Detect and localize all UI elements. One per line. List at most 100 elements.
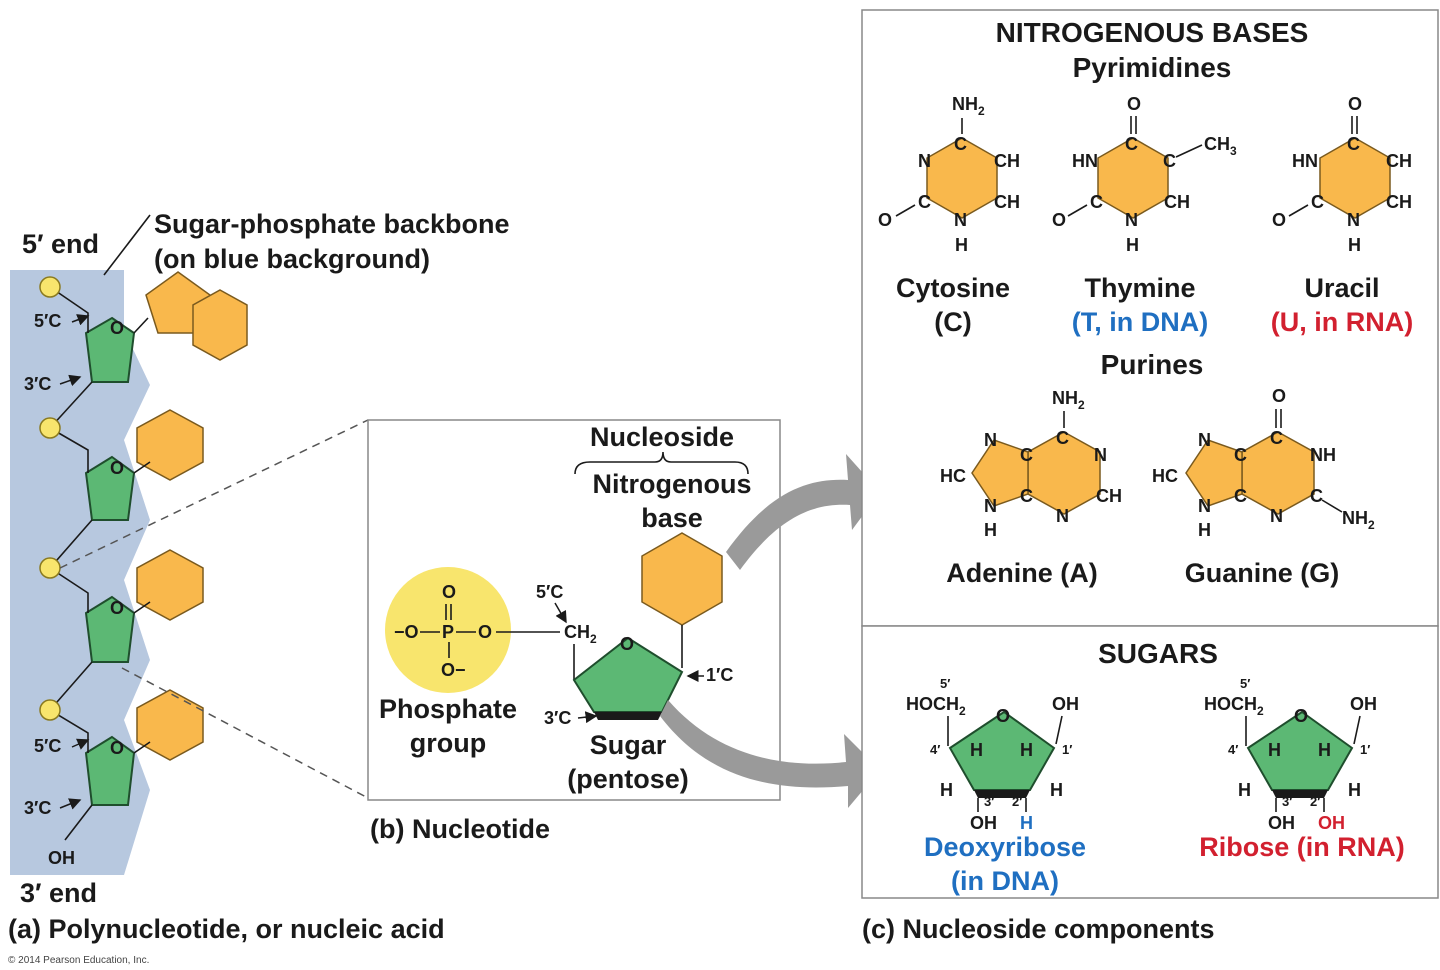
base-label-line1: Nitrogenous <box>593 469 752 499</box>
ring-oxygen-4: O <box>110 738 124 758</box>
c5-arrow-top <box>71 314 90 326</box>
deoxy-p1: 1′ <box>1062 742 1072 757</box>
backbone-title: Sugar-phosphate backbone <box>154 209 510 239</box>
deoxy-hoch2: HOCH2 <box>906 694 966 718</box>
cytosine-name: Cytosine <box>896 273 1010 303</box>
adenine-n3: N <box>1056 506 1069 526</box>
adenine-n1: N <box>1094 445 1107 465</box>
ribose-hoch2: HOCH2 <box>1204 694 1264 718</box>
copyright-notice: © 2014 Pearson Education, Inc. <box>8 955 149 966</box>
cytosine-nh2: NH2 <box>952 94 985 118</box>
deoxy-h-2: H <box>1020 813 1033 833</box>
guanine-n7: N <box>1198 430 1211 450</box>
guanine-o: O <box>1272 386 1286 406</box>
uracil-c2: C <box>1311 192 1324 212</box>
panel-a-polynucleotide: O O O O 5′C 3′C 5′C 3′C OH 5′ end Sugar-… <box>8 209 510 966</box>
backbone-subtitle: (on blue background) <box>154 244 430 274</box>
phosphate-group-circle <box>385 567 511 693</box>
purine-base-hexagon <box>192 289 248 361</box>
uracil-c4: C <box>1347 134 1360 154</box>
pyrimidines-heading: Pyrimidines <box>1073 52 1232 83</box>
deoxy-p3: 3′ <box>984 794 994 809</box>
ring-oxygen-1: O <box>110 318 124 338</box>
phosphate-circle-1 <box>39 276 61 298</box>
phosphate-left-oxygen: −O <box>394 622 419 642</box>
ring-oxygen-2: O <box>110 458 124 478</box>
adenine-c6: C <box>1056 428 1069 448</box>
deoxy-h1: H <box>1020 740 1033 760</box>
uracil-code: (U, in RNA) <box>1271 307 1413 337</box>
panel-a-caption: (a) Polynucleotide, or nucleic acid <box>8 914 445 944</box>
three-prime-end-label: 3′ end <box>20 878 97 908</box>
cytosine-structure: NH2 C N CH CH C O N H <box>878 94 1020 255</box>
phosphate-circle-3 <box>39 557 61 579</box>
cytosine-n1: N <box>954 210 967 230</box>
c3-carbon-label: 3′C <box>544 708 571 728</box>
sugar-pentagon-4 <box>84 735 136 806</box>
thymine-n1: N <box>1125 210 1138 230</box>
phosphate-label-line1: Phosphate <box>379 694 517 724</box>
thymine-structure: O C HN C CH3 CH C O N H <box>1052 94 1237 255</box>
guanine-c4: C <box>1234 486 1247 506</box>
ribose-name: Ribose (in RNA) <box>1199 832 1405 862</box>
cytosine-code: (C) <box>934 307 971 337</box>
nucleoside-label: Nucleoside <box>590 422 734 452</box>
deoxy-p2: 2′ <box>1012 794 1022 809</box>
guanine-n3: N <box>1270 506 1283 526</box>
phosphate-label-line2: group <box>410 728 486 758</box>
adenine-n9: N <box>984 496 997 516</box>
c1-carbon-label: 1′C <box>706 665 733 685</box>
adenine-c4: C <box>1020 486 1033 506</box>
thymine-code: (T, in DNA) <box>1072 307 1208 337</box>
c3-arrow-top <box>59 374 82 387</box>
guanine-nh2: NH2 <box>1342 508 1375 532</box>
arrow-to-bases <box>726 454 880 570</box>
guanine-c2: C <box>1310 486 1323 506</box>
ribose-p1: 1′ <box>1360 742 1370 757</box>
zoom-dashed-line-bottom <box>121 667 369 799</box>
five-prime-end-label: 5′ end <box>22 229 99 259</box>
ribose-h4-down: H <box>1238 780 1251 800</box>
ribose-ring-o: O <box>1294 706 1308 726</box>
panel-b-nucleotide: Nucleoside Nitrogenous base O P −O O O− … <box>367 419 781 844</box>
sugar-label-line1: Sugar <box>590 730 667 760</box>
c5-label-top: 5′C <box>34 311 61 331</box>
sugar-front-edge <box>594 712 662 720</box>
uracil-o-left: O <box>1272 210 1286 230</box>
thymine-name: Thymine <box>1084 273 1195 303</box>
adenine-name: Adenine (A) <box>946 558 1098 588</box>
adenine-c5: C <box>1020 445 1033 465</box>
guanine-structure: O C NH C NH2 N C C N HC N H <box>1152 386 1375 540</box>
deoxy-h4-down: H <box>940 780 953 800</box>
cytosine-h: H <box>955 235 968 255</box>
panel-c-caption: (c) Nucleoside components <box>862 914 1215 944</box>
ribose-oh-top: OH <box>1350 694 1377 714</box>
deoxyribose-name: Deoxyribose <box>924 832 1086 862</box>
cytosine-ch6: CH <box>994 192 1020 212</box>
c3-label-bottom: 3′C <box>24 798 51 818</box>
adenine-h: H <box>984 520 997 540</box>
c5-arrow <box>554 602 567 624</box>
uracil-hn: HN <box>1292 151 1318 171</box>
ribose-structure: O 5′ HOCH2 OH 4′ 1′ H H H H 3′ 2′ OH OH <box>1204 676 1377 833</box>
adenine-hc8: HC <box>940 466 966 486</box>
adenine-structure: NH2 C N CH N C C N HC N H <box>940 388 1122 540</box>
cytosine-c2: C <box>918 192 931 212</box>
guanine-c5: C <box>1234 445 1247 465</box>
ribose-oh-2: OH <box>1318 813 1345 833</box>
ribose-p4: 4′ <box>1228 742 1238 757</box>
bases-box <box>861 9 1439 627</box>
panel-b-caption: (b) Nucleotide <box>370 814 550 844</box>
pyrimidine-base-1 <box>136 409 204 481</box>
c5-carbon-label: 5′C <box>536 582 563 602</box>
pyrimidine-base-2 <box>136 549 204 621</box>
nucleoside-brace <box>574 451 749 475</box>
cytosine-o: O <box>878 210 892 230</box>
guanine-c6: C <box>1270 428 1283 448</box>
deoxyribose-structure: O 5′ HOCH2 OH 4′ 1′ H H H H 3′ 2′ OH H <box>906 676 1079 833</box>
phosphate-right-oxygen: O <box>478 622 492 642</box>
backbone-leader-line <box>103 214 151 276</box>
thymine-hn: HN <box>1072 151 1098 171</box>
bases-title: NITROGENOUS BASES <box>996 17 1309 48</box>
